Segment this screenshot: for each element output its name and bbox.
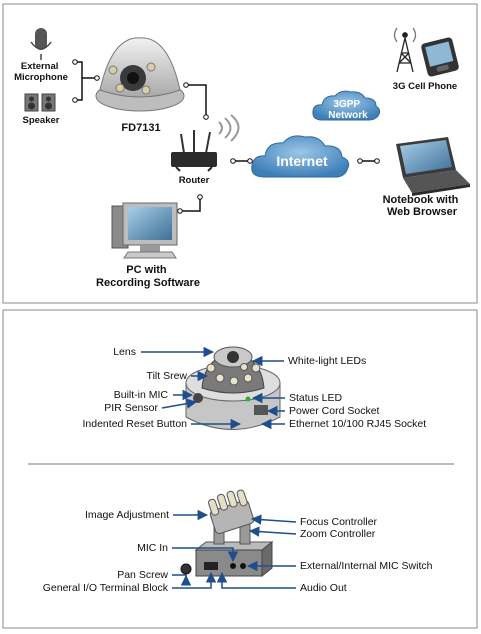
focus-controller-label: Focus Controller <box>300 516 378 528</box>
audio-connection-lines <box>75 61 97 101</box>
cell-phone-label: 3G Cell Phone <box>393 81 457 92</box>
audio-out-label: Audio Out <box>300 582 347 594</box>
tilt-screw-label: Tilt Srew <box>147 370 188 382</box>
network-panel <box>2 3 478 304</box>
notebook-label: Notebook with Web Browser <box>383 194 462 218</box>
pir-sensor-arrow <box>161 398 198 409</box>
io-terminal-block-label: General I/O Terminal Block <box>43 582 169 594</box>
notebook-icon <box>396 137 470 196</box>
zoom-controller-arrow <box>248 526 297 537</box>
pan-screw-label: Pan Screw <box>117 569 168 581</box>
microphone-icon <box>30 28 52 60</box>
built-in-mic-label: Built-in MIC <box>114 389 169 401</box>
cell-tower-icon <box>393 27 417 73</box>
reset-button-label: Indented Reset Button <box>83 418 188 430</box>
pir-sensor-label: PIR Sensor <box>104 402 158 414</box>
camera-router-line <box>186 84 207 117</box>
internet-cloud-icon <box>251 135 350 178</box>
router-label: Router <box>179 175 210 186</box>
image-adjustment-label: Image Adjustment <box>85 509 169 521</box>
mic-in-arrow <box>172 547 239 563</box>
lens-label: Lens <box>113 346 136 358</box>
wifi-signal-icon <box>218 114 240 142</box>
speaker-icon <box>24 93 56 112</box>
io-terminal-block-arrow <box>172 571 217 589</box>
pc-label: PC with Recording Software <box>96 264 200 289</box>
parts-panel <box>2 309 478 629</box>
3gpp-cloud-icon <box>312 90 381 121</box>
white-light-leds-label: White-light LEDs <box>288 355 366 367</box>
camera-model-label: FD7131 <box>121 122 160 134</box>
dome-camera-icon <box>95 37 185 112</box>
power-cord-socket-label: Power Cord Socket <box>289 405 380 417</box>
speaker-label: Speaker <box>23 115 60 126</box>
focus-controller-arrow <box>250 514 297 525</box>
internet-label: Internet <box>276 153 328 169</box>
cell-phone-icon <box>421 37 459 77</box>
zoom-controller-label: Zoom Controller <box>300 528 376 540</box>
pan-screw-arrow <box>172 574 187 576</box>
router-pc-line <box>180 197 201 212</box>
audio-out-arrow <box>216 571 296 589</box>
mic-in-label: MIC In <box>137 542 168 554</box>
pc-icon <box>111 202 178 259</box>
3gpp-network-label: 3GPP Network <box>328 99 368 121</box>
camera-exterior-illustration <box>185 346 281 430</box>
external-microphone-label: External Microphone <box>14 61 68 83</box>
status-led-label: Status LED <box>289 392 343 404</box>
router-icon <box>171 130 217 172</box>
mic-switch-label: External/Internal MIC Switch <box>300 560 433 572</box>
camera-inner-illustration <box>180 489 274 578</box>
ethernet-socket-label: Ethernet 10/100 RJ45 Socket <box>289 418 426 430</box>
